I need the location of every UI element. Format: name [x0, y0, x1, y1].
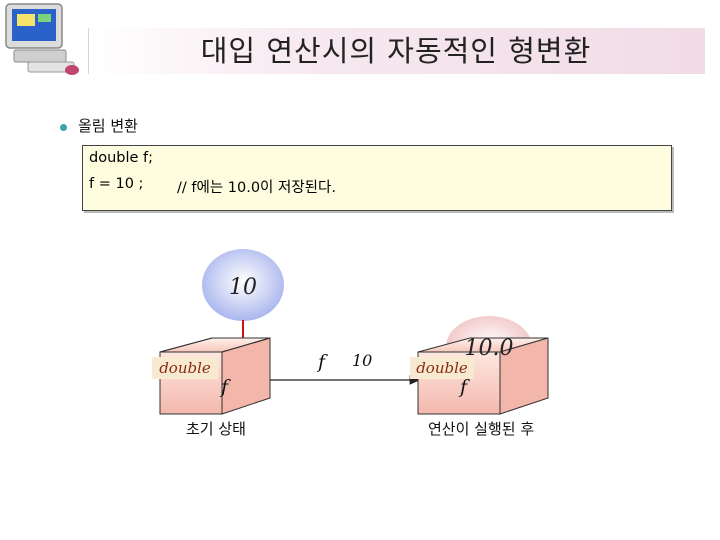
initial-value-text: 10: [229, 275, 257, 300]
type-tag-right-text: double: [416, 359, 468, 377]
mid-value: 10: [352, 351, 372, 370]
type-tag-left-text: double: [159, 359, 211, 377]
caption-initial-state: 초기 상태: [186, 418, 246, 439]
caption-after-operation: 연산이 실행된 후: [428, 418, 534, 439]
mid-variable-f: f: [316, 351, 328, 373]
